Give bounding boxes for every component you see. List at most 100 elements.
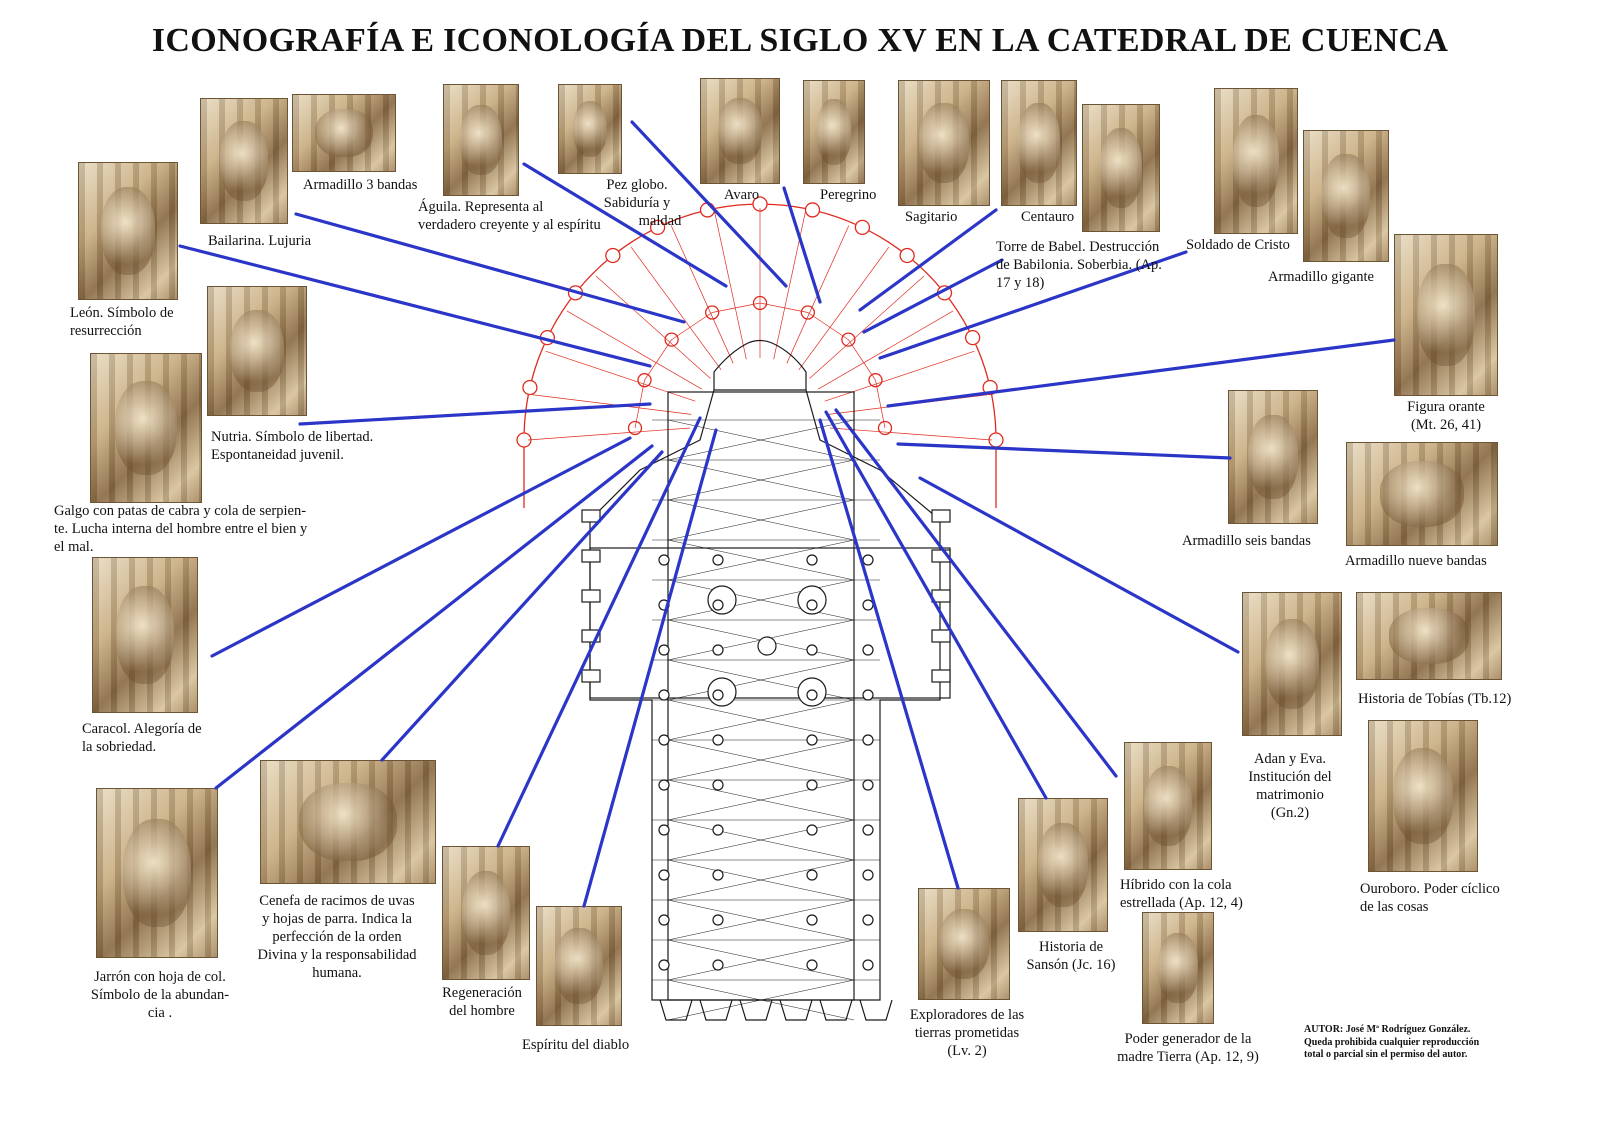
label-bailarina: Bailarina. Lujuria (208, 233, 312, 249)
leader-line (858, 208, 998, 312)
photo-armadillo-gigante (1303, 130, 1389, 262)
nave-pier (712, 869, 724, 881)
facade-buttress (779, 999, 813, 1021)
label-line: Regeneración (442, 985, 522, 1001)
leader-line (824, 410, 1048, 800)
rib-line (644, 339, 672, 381)
leader-line (496, 416, 702, 848)
buttress (931, 629, 951, 643)
photo-torre-de-babel (1082, 104, 1160, 232)
leader-line (896, 442, 1232, 460)
nave-pier (712, 689, 724, 701)
label-armadillo-nueve-bandas: Armadillo nueve bandas (1345, 553, 1487, 569)
label-line: (Mt. 26, 41) (1410, 417, 1482, 433)
aisle-pier (862, 644, 874, 656)
label-line: tierras prometidas (914, 1025, 1020, 1041)
photo-historia-de-sanson (1018, 798, 1108, 932)
vault-diagonal (667, 579, 855, 621)
vault-diagonal (667, 979, 855, 1021)
leader-line (630, 120, 788, 288)
aisle-pier (658, 554, 670, 566)
label-regeneracion: Regeneración del hombre (430, 984, 534, 1020)
label-line: perfección de la orden (272, 929, 402, 945)
label-line: Híbrido con la cola (1120, 877, 1232, 893)
label-line: la sobriedad. (82, 739, 157, 755)
facade-buttress (659, 999, 693, 1021)
label-line: de las cosas (1360, 899, 1429, 915)
photo-soldado-de-cristo (1214, 88, 1298, 234)
label-line: León. Símbolo de (70, 305, 174, 321)
label-torre-de-babel: Torre de Babel. Destrucción de Babilonia… (996, 238, 1162, 292)
aisle-pier (862, 824, 874, 836)
label-line: Poder generador de la (1124, 1031, 1252, 1047)
rib-line (630, 246, 722, 371)
photo-armadillo-3-bandas (292, 94, 396, 172)
label-line: Torre de Babel. Destrucción (996, 239, 1160, 255)
aisle-pier (862, 869, 874, 881)
nave-pier (806, 554, 818, 566)
chapel-scallop (964, 329, 981, 346)
label-avaro: Avaro (724, 187, 760, 203)
vault-diagonal (667, 819, 855, 861)
photo-jarron (96, 788, 218, 958)
rib-line (798, 246, 890, 371)
label-line: estrellada (Ap. 12, 4) (1120, 895, 1243, 911)
label-line: maldad (638, 213, 682, 229)
leader-line (380, 450, 664, 762)
facade-buttress (859, 999, 893, 1021)
aisle-pier (862, 554, 874, 566)
aisle-pier (862, 779, 874, 791)
label-galgo: Galgo con patas de cabra y cola de serpi… (54, 502, 307, 556)
label-exploradores: Exploradores de las tierras prometidas (… (894, 1006, 1040, 1060)
rib-line (829, 427, 993, 441)
buttress (581, 509, 601, 523)
photo-sagitario (898, 80, 990, 206)
buttress (931, 669, 951, 683)
label-armadillo-gigante: Armadillo gigante (1268, 269, 1374, 285)
label-hibrido: Híbrido con la cola estrellada (Ap. 12, … (1120, 876, 1243, 912)
nave-pier (712, 824, 724, 836)
label-line: verdadero creyente y al espíritu (418, 217, 601, 233)
aisle-pier (862, 734, 874, 746)
leader-line (862, 258, 1004, 334)
vault-diagonal (667, 499, 855, 541)
chapel-scallop (605, 247, 621, 264)
leader-line (214, 444, 654, 790)
rib-line (773, 212, 806, 360)
aisle-pier (658, 914, 670, 926)
author-line: AUTOR: José Mª Rodríguez González. (1304, 1024, 1471, 1035)
rib-line (595, 275, 711, 379)
buttress (581, 549, 601, 563)
photo-leon (78, 162, 178, 300)
vault-diagonal (667, 899, 855, 941)
nave-pier (806, 689, 818, 701)
facade-buttress (739, 999, 773, 1021)
label-line: Ouroboro. Poder cíclico (1360, 881, 1500, 897)
label-line: Nutria. Símbolo de libertad. (211, 429, 374, 445)
label-line: Institución del (1248, 769, 1332, 785)
label-line: Figura orante (1407, 399, 1485, 415)
photo-hibrido (1124, 742, 1212, 870)
label-line: el mal. (54, 539, 94, 555)
facade-buttress (819, 999, 853, 1021)
photo-centauro (1001, 80, 1077, 206)
label-line: te. Lucha interna del hombre entre el bi… (54, 521, 308, 537)
author-line: Queda prohibida cualquier reproducción (1304, 1036, 1480, 1048)
leader-line (878, 250, 1188, 360)
leader-line (298, 402, 652, 426)
label-adan-y-eva: Adan y Eva. Institución del matrimonio (… (1222, 750, 1358, 822)
label-figura-orante: Figura orante (Mt. 26, 41) (1384, 398, 1508, 434)
aisle-pier (862, 959, 874, 971)
photo-exploradores (918, 888, 1010, 1000)
photo-galgo (90, 353, 202, 503)
crossing-pier (707, 585, 737, 615)
chapel-scallop (522, 379, 538, 396)
label-line: Sansón (Jc. 16) (1026, 957, 1116, 973)
nave-pier (806, 869, 818, 881)
aisle-pier (862, 599, 874, 611)
label-line: madre Tierra (Ap. 12, 9) (1117, 1049, 1259, 1065)
label-cenefa: Cenefa de racimos de uvas y hojas de par… (242, 892, 432, 982)
nave-pier (712, 914, 724, 926)
label-line: Historia de (1038, 939, 1104, 955)
label-armadillo-3-bandas: Armadillo 3 bandas (303, 177, 418, 193)
